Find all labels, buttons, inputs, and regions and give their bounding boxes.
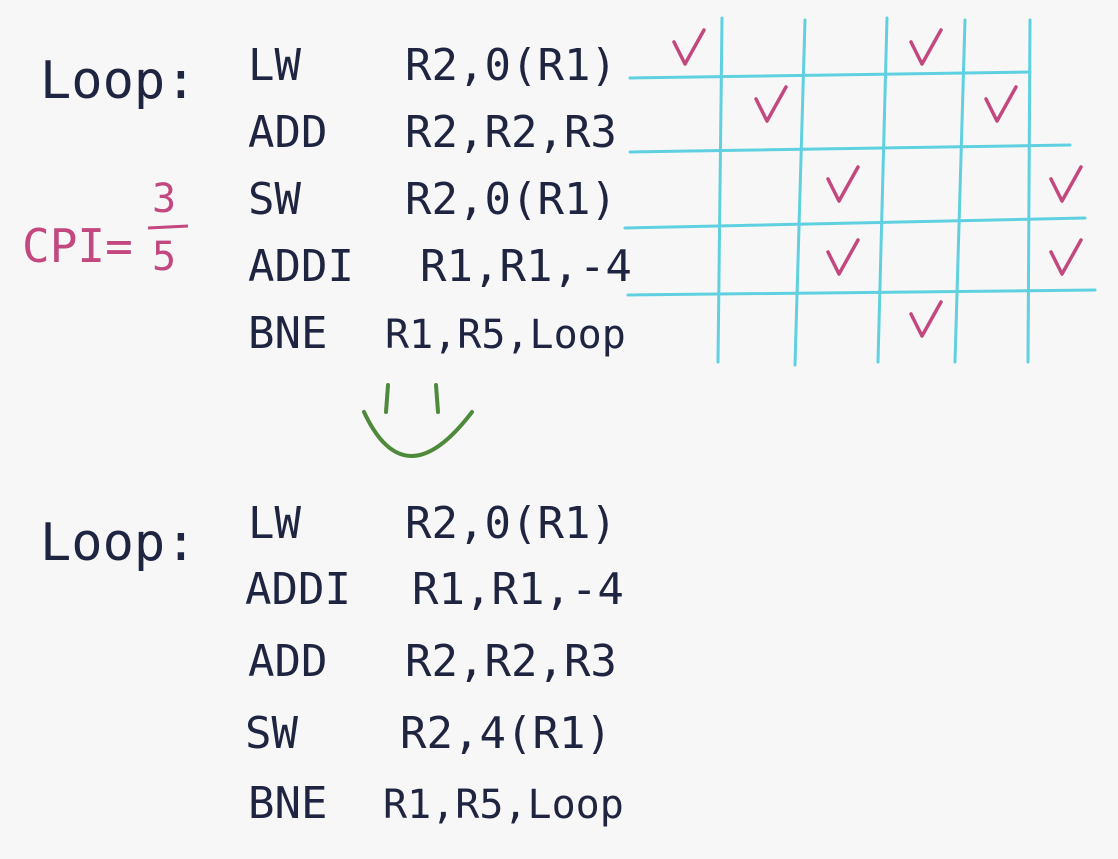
arrow-head [362, 410, 474, 458]
top-row-1-op: LW [248, 40, 301, 91]
top-instruction-row: ADD R2,R2,R3 [248, 107, 617, 158]
bottom-row-2-args: R1,R1,-4 [412, 564, 624, 615]
top-row-5-op: BNE [248, 308, 327, 359]
checkmark-icon [909, 300, 943, 338]
cpi-fraction-bar [147, 224, 189, 230]
checkmark-icon [1049, 165, 1083, 203]
top-instruction-row: ADDI R1,R1,-4 [248, 241, 632, 292]
bottom-instruction-row: ADD R2,R2,R3 [248, 636, 617, 687]
checkmark-icon [826, 165, 860, 203]
bottom-row-4-args: R2,4(R1) [400, 708, 612, 759]
top-instruction-row: LW R2,0(R1) [248, 40, 617, 91]
top-row-3-op: SW [248, 174, 301, 225]
grid-col-line-1 [716, 16, 724, 364]
checkmark-icon [1049, 238, 1083, 276]
cpi-annotation: CPI= 3 5 [22, 176, 189, 280]
transform-arrow [362, 383, 474, 458]
top-row-2-args: R2,R2,R3 [405, 107, 617, 158]
top-row-2-op: ADD [248, 107, 327, 158]
grid-col-line-3 [876, 16, 889, 364]
top-row-5-args: R1,R5,Loop [385, 312, 626, 358]
cpi-denominator: 5 [152, 234, 176, 280]
top-row-4-args: R1,R1,-4 [420, 241, 632, 292]
cpi-numerator: 3 [152, 176, 176, 222]
arrow-shaft-left [384, 383, 390, 414]
checkmark-icon [909, 28, 943, 66]
bottom-instruction-row: SW R2,4(R1) [245, 708, 612, 759]
grid-row-line-4 [626, 288, 1097, 297]
bottom-row-3-args: R2,R2,R3 [405, 636, 617, 687]
bottom-instruction-list: LW R2,0(R1) ADDI R1,R1,-4 ADD R2,R2,R3 S… [245, 498, 624, 829]
schedule-grid [623, 16, 1097, 367]
bottom-instruction-row: LW R2,0(R1) [248, 498, 617, 549]
bottom-instruction-row: BNE R1,R5,Loop [248, 778, 624, 829]
checkmark-icon [672, 28, 706, 66]
top-instruction-row: BNE R1,R5,Loop [248, 308, 626, 359]
top-row-3-args: R2,0(R1) [405, 174, 617, 225]
grid-col-line-5 [1026, 18, 1032, 364]
schedule-checkmarks [672, 28, 1083, 338]
bottom-row-5-op: BNE [248, 778, 327, 829]
checkmark-icon [984, 85, 1018, 123]
checkmark-icon [754, 85, 788, 123]
checkmark-icon [826, 238, 860, 276]
grid-col-line-2 [793, 18, 807, 367]
top-loop-label: Loop: [40, 51, 197, 111]
top-row-4-op: ADDI [248, 241, 354, 292]
grid-col-line-4 [953, 18, 967, 364]
top-row-1-args: R2,0(R1) [405, 40, 617, 91]
arrow-shaft-right [434, 383, 440, 414]
grid-row-line-3 [623, 216, 1087, 230]
grid-row-line-2 [628, 143, 1072, 154]
bottom-row-1-op: LW [248, 498, 301, 549]
bottom-loop-label: Loop: [40, 513, 197, 573]
bottom-row-1-args: R2,0(R1) [405, 498, 617, 549]
grid-row-line-1 [628, 70, 1032, 80]
top-instruction-list: LW R2,0(R1) ADD R2,R2,R3 SW R2,0(R1) ADD… [248, 40, 632, 359]
bottom-instruction-row: ADDI R1,R1,-4 [245, 564, 624, 615]
cpi-label: CPI= [22, 219, 133, 273]
bottom-row-4-op: SW [245, 708, 298, 759]
bottom-row-5-args: R1,R5,Loop [383, 782, 624, 828]
bottom-row-3-op: ADD [248, 636, 327, 687]
bottom-row-2-op: ADDI [245, 564, 351, 615]
top-instruction-row: SW R2,0(R1) [248, 174, 617, 225]
